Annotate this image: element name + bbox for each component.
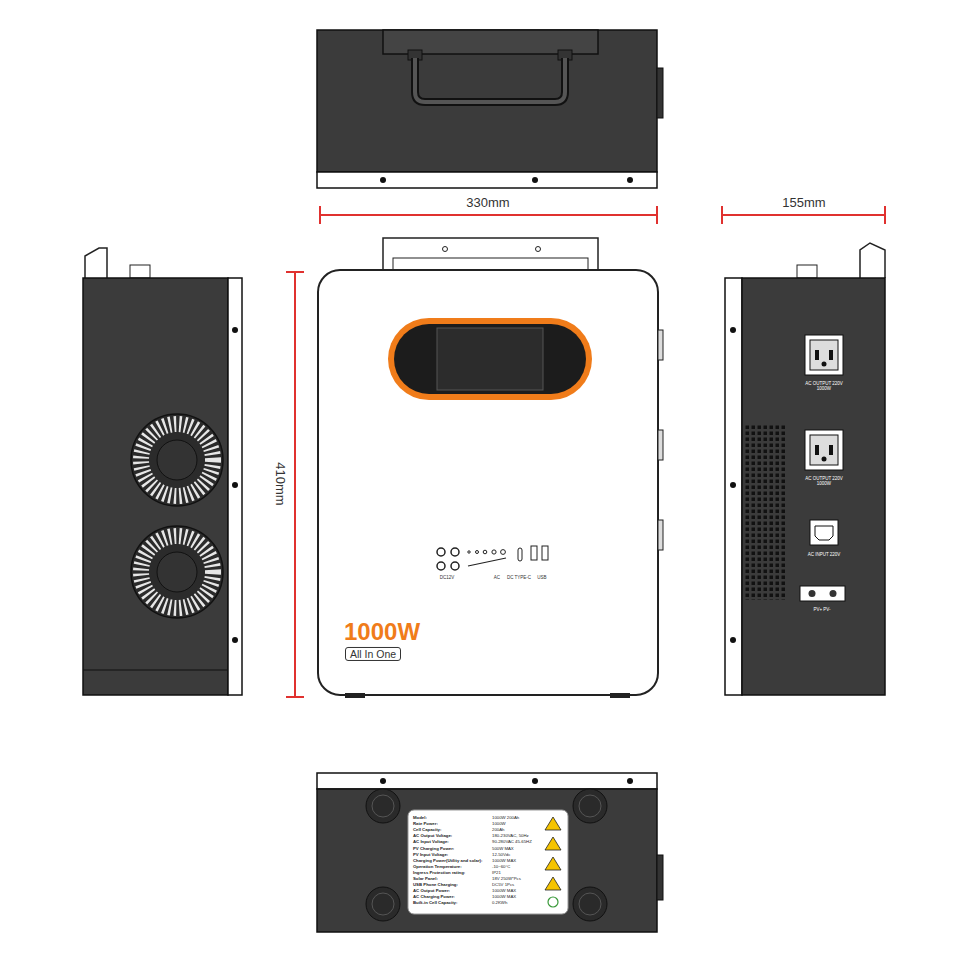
spec-name: PV Input Voltage: xyxy=(413,852,448,857)
spec-value: 200Ah xyxy=(492,828,504,833)
spec-name: Ingress Protection rating: xyxy=(413,870,465,875)
top-view xyxy=(317,30,663,188)
spec-value: 90-280VAC 45-65HZ xyxy=(492,840,532,845)
spec-name: Solar Panel: xyxy=(413,877,438,882)
spec-value: 1000W MAX xyxy=(492,895,516,900)
spec-value: 180-230VAC, 50Hz xyxy=(492,834,529,839)
socket-label: PV+ PV- xyxy=(813,607,830,612)
dimension-label: 330mm xyxy=(466,196,509,211)
port-label: DC12V xyxy=(440,575,455,580)
front-view xyxy=(318,238,663,698)
port-label: AC xyxy=(494,575,500,580)
spec-value: 18V 250W*Pcs xyxy=(492,877,521,882)
spec-name: AC Charging Power: xyxy=(413,895,455,900)
spec-name: Cell Capacity: xyxy=(413,828,441,833)
spec-value: 12-50Vdc xyxy=(492,852,510,857)
power-badge: 1000W xyxy=(344,618,420,646)
spec-name: Model: xyxy=(413,816,427,821)
spec-value: -10~60°C xyxy=(492,864,510,869)
spec-name: AC Output Power: xyxy=(413,889,450,894)
spec-value: 500W MAX xyxy=(492,846,514,851)
spec-value: 1000W xyxy=(492,822,506,827)
badge-subtitle: All In One xyxy=(345,647,401,661)
spec-name: USB Phone Charging: xyxy=(413,883,458,888)
spec-name: PV Charging Power: xyxy=(413,846,454,851)
socket-label: AC OUTPUT 220V 1000W xyxy=(804,381,844,391)
spec-value: 1000W 200Ah xyxy=(492,816,519,821)
socket-label: AC INPUT 220V xyxy=(808,552,841,557)
spec-value: IP21 xyxy=(492,870,501,875)
right-view xyxy=(725,243,885,695)
spec-name: Built-in Cell Capacity: xyxy=(413,901,457,906)
dimension-label: 155mm xyxy=(782,196,825,211)
spec-value: DC5V 1Pcs xyxy=(492,883,514,888)
spec-name: AC Output Voltage: xyxy=(413,834,452,839)
spec-name: Operation Temperature: xyxy=(413,864,462,869)
spec-value: 0.2KWh xyxy=(492,901,507,906)
dimension-lines xyxy=(286,206,885,697)
port-label: USB xyxy=(537,575,546,580)
port-label: DC TYPE-C xyxy=(507,575,531,580)
bottom-view xyxy=(317,773,663,932)
spec-value: 1000W MAX xyxy=(492,889,516,894)
spec-name: Charging Power(Utility and solar): xyxy=(413,858,482,863)
dimension-label: 410mm xyxy=(273,462,288,505)
spec-name: AC Input Voltage: xyxy=(413,840,449,845)
socket-label: AC OUTPUT 220V 1000W xyxy=(804,476,844,486)
left-view xyxy=(83,248,242,695)
spec-name: Rate Power: xyxy=(413,822,438,827)
spec-value: 1000W MAX xyxy=(492,858,516,863)
